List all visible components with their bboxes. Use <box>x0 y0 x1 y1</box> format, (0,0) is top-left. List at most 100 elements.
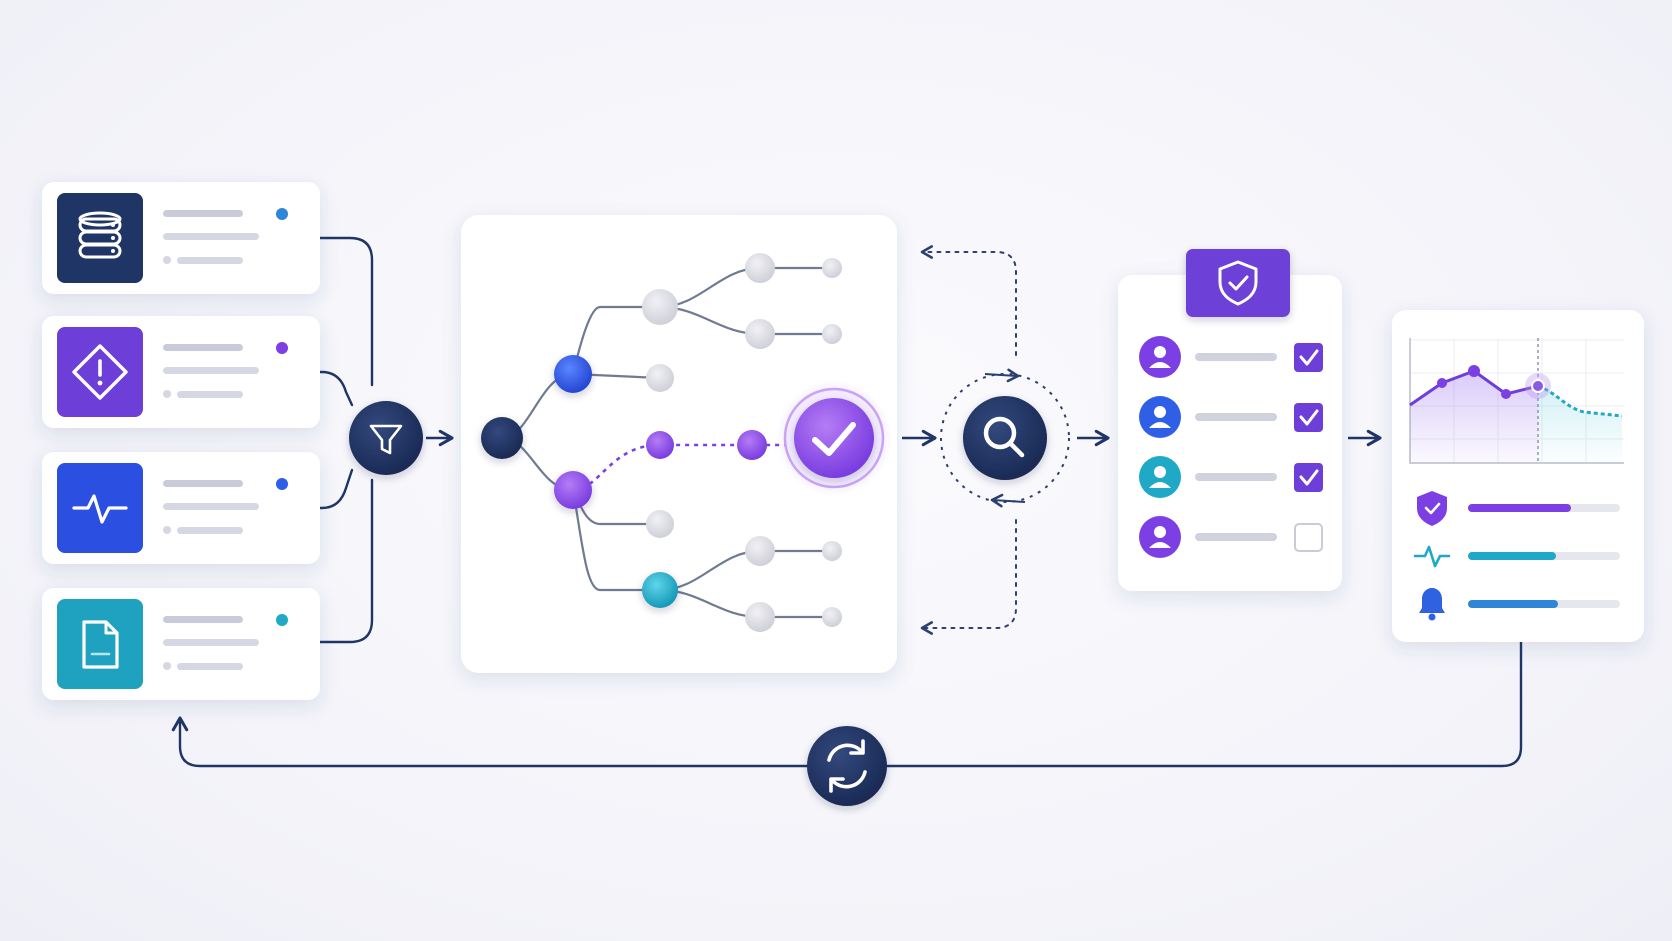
root-node <box>481 417 523 459</box>
placeholder-lines <box>163 616 259 670</box>
database-icon <box>78 211 122 259</box>
source-card-activity[interactable] <box>42 452 320 564</box>
user-icon <box>1154 346 1166 358</box>
shield-check-icon <box>1417 491 1447 526</box>
filter-node[interactable] <box>349 401 423 475</box>
avatar <box>1139 336 1181 378</box>
leaf-node <box>646 364 674 392</box>
checkbox-checked[interactable] <box>1294 343 1323 372</box>
connector-database <box>298 236 374 387</box>
status-dot <box>276 614 288 626</box>
branch-node-blue <box>554 355 592 393</box>
alert-diamond-icon <box>72 344 128 400</box>
review-list <box>1139 336 1323 558</box>
monitor-card <box>1392 310 1644 642</box>
chart-point <box>1501 389 1511 399</box>
chart-forecast-line <box>1537 384 1623 418</box>
leaf-node <box>822 258 842 278</box>
user-icon <box>1154 466 1166 478</box>
pulse-icon <box>72 494 128 524</box>
source-card-document[interactable] <box>42 588 320 700</box>
alert-tile <box>57 327 143 417</box>
document-tile <box>57 599 143 689</box>
approved-outcome-node[interactable] <box>776 380 892 496</box>
source-cards <box>42 182 320 700</box>
avatar <box>1139 516 1181 558</box>
pulse-icon <box>1413 545 1451 568</box>
metric-fill <box>1468 600 1558 608</box>
review-badge <box>1186 249 1290 317</box>
leaf-node <box>745 602 775 632</box>
status-dot <box>276 208 288 220</box>
check-icon <box>1299 469 1319 486</box>
leaf-node <box>745 536 775 566</box>
sync-node[interactable] <box>807 726 887 806</box>
filter-icon <box>369 424 403 455</box>
leaf-node <box>822 607 842 627</box>
leaf-node <box>642 289 678 325</box>
chart-area-forecast <box>1538 386 1622 463</box>
chart-point-highlight <box>1531 379 1545 393</box>
path-node-purple <box>646 431 674 459</box>
placeholder-line <box>1195 473 1277 481</box>
leaf-node <box>646 510 674 538</box>
metric-list <box>1413 491 1620 621</box>
source-card-alert[interactable] <box>42 316 320 428</box>
document-icon <box>82 620 119 669</box>
branch-node-teal <box>642 572 678 608</box>
chart-point <box>1437 378 1447 388</box>
review-row[interactable] <box>1139 456 1323 498</box>
leaf-node <box>745 253 775 283</box>
placeholder-lines <box>163 210 259 264</box>
database-tile <box>57 193 143 283</box>
review-row[interactable] <box>1139 516 1323 558</box>
metric-row <box>1419 588 1620 621</box>
review-row[interactable] <box>1139 336 1323 378</box>
status-dot <box>276 342 288 354</box>
checkbox-checked[interactable] <box>1294 403 1323 432</box>
review-row[interactable] <box>1139 396 1323 438</box>
connector-alert <box>298 370 354 407</box>
leaf-node <box>745 319 775 349</box>
review-card <box>1118 249 1342 591</box>
placeholder-lines <box>163 344 259 398</box>
bell-icon <box>1419 588 1445 621</box>
checkbox-unchecked[interactable] <box>1294 523 1323 552</box>
search-node[interactable] <box>940 368 1070 508</box>
leaf-node <box>822 324 842 344</box>
shield-check-icon <box>1218 260 1258 306</box>
search-icon <box>983 416 1025 458</box>
tree-nodes <box>481 253 842 632</box>
check-icon <box>1299 349 1319 366</box>
avatar <box>1139 396 1181 438</box>
metric-fill <box>1468 504 1571 512</box>
connector-document <box>298 478 374 644</box>
branch-node-purple <box>554 471 592 509</box>
source-card-database[interactable] <box>42 182 320 294</box>
metric-row <box>1417 491 1620 526</box>
avatar <box>1139 456 1181 498</box>
metric-fill <box>1468 552 1556 560</box>
user-icon <box>1154 526 1166 538</box>
check-icon <box>812 422 856 456</box>
placeholder-line <box>1195 533 1277 541</box>
placeholder-line <box>1195 413 1277 421</box>
chart-point <box>1468 365 1480 377</box>
decision-tree-panel <box>461 215 897 673</box>
path-node-purple <box>737 430 767 460</box>
source-connectors <box>298 236 374 644</box>
check-icon <box>1299 409 1319 426</box>
connector-activity <box>298 468 354 510</box>
trend-chart <box>1409 338 1624 464</box>
status-dot <box>276 478 288 490</box>
checkbox-checked[interactable] <box>1294 463 1323 492</box>
placeholder-line <box>1195 353 1277 361</box>
sync-icon <box>827 739 867 793</box>
feedback-loops <box>920 245 1017 635</box>
activity-tile <box>57 463 143 553</box>
metric-row <box>1413 545 1620 568</box>
leaf-node <box>822 541 842 561</box>
placeholder-lines <box>163 480 259 534</box>
user-icon <box>1154 406 1166 418</box>
